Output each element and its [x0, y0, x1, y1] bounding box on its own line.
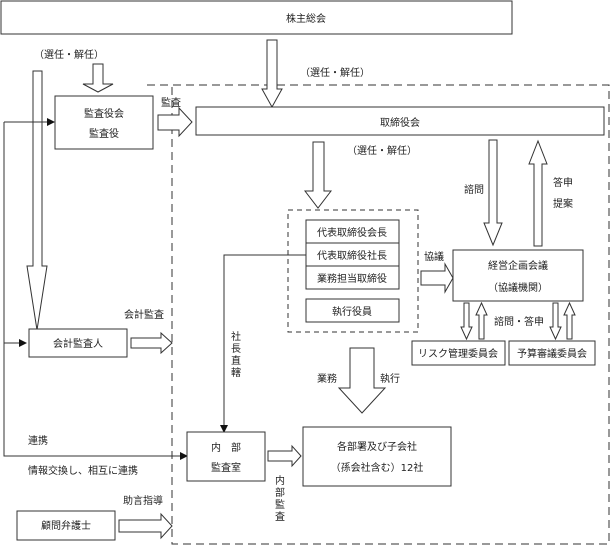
president-direct-line — [223, 254, 306, 425]
legal-advisor-label: 顧問弁護士 — [41, 519, 91, 532]
arrow-business-execution — [337, 347, 387, 414]
arrow-report — [528, 139, 548, 247]
arrow-internal-audit — [267, 444, 302, 468]
node-legal-advisor[interactable]: 顧問弁護士 — [16, 510, 116, 541]
node-shareholders[interactable]: 株主総会 — [0, 0, 513, 35]
label-cooperation: 連携 — [28, 434, 48, 447]
accounting-auditor-label: 会計監査人 — [53, 337, 103, 350]
arrowhead-accounting-auditor — [19, 339, 27, 347]
internal-audit-label: 内 部 — [211, 441, 241, 454]
arrow-advice — [118, 512, 173, 540]
label-elect-dismiss-board: （選任・解任） — [347, 144, 417, 157]
arrowhead-president-direct — [220, 425, 228, 433]
arrow-consult — [483, 139, 503, 247]
label-business: 業務 — [317, 372, 337, 385]
label-consult: 諮問 — [464, 183, 484, 196]
label-advice: 助言指導 — [123, 494, 163, 507]
budget-committee-label: 予算審議委員会 — [517, 347, 587, 360]
executive-group — [287, 209, 419, 333]
label-report: 答申 — [553, 176, 573, 189]
risk-committee-label: リスク管理委員会 — [418, 347, 498, 360]
officers-label: 執行役員 — [332, 305, 372, 318]
vlabel-char: 監 — [275, 498, 285, 511]
vlabel-char: 社 — [231, 330, 241, 343]
arrowhead-internal-audit — [180, 452, 188, 460]
node-officers[interactable]: 執行役員 — [305, 298, 400, 323]
arrow-elect-executives — [303, 141, 333, 209]
label-info-exchange: 情報交換し、相互に連携 — [28, 464, 138, 477]
label-internal-audit-vertical: 内 部 監 査 — [275, 474, 285, 523]
node-president[interactable]: 代表取締役社長 — [305, 242, 400, 267]
shareholders-label: 株主総会 — [286, 12, 326, 25]
departments-label: 各部署及び子会社 — [337, 440, 417, 453]
audit-board-label: 監査役会 — [84, 107, 124, 120]
arrow-risk-up — [475, 301, 488, 340]
arrow-audit — [157, 106, 193, 138]
cooperation-line — [3, 122, 180, 457]
node-board[interactable]: 取締役会 — [195, 106, 605, 136]
chairman-label: 代表取締役会長 — [317, 226, 387, 239]
vlabel-char: 直 — [231, 354, 241, 367]
vlabel-char: 査 — [275, 510, 285, 523]
board-label: 取締役会 — [380, 116, 420, 129]
label-elect-dismiss-top: （選任・解任） — [300, 66, 370, 79]
vlabel-char: 内 — [275, 474, 285, 487]
arrow-risk-down — [460, 302, 473, 341]
node-mgmt-council[interactable]: 経営企画会議 （協議機関） — [452, 249, 584, 302]
node-chairman[interactable]: 代表取締役会長 — [305, 219, 400, 244]
departments-sublabel: （孫会社含む）12社 — [331, 461, 424, 474]
arrow-accounting-audit — [130, 331, 173, 355]
vlabel-char: 長 — [231, 343, 241, 355]
label-consult-report: 諮問・答申 — [494, 315, 544, 328]
node-budget-committee[interactable]: 予算審議委員会 — [508, 340, 596, 366]
node-internal-audit[interactable]: 内 部 監査室 — [186, 431, 266, 482]
label-president-direct: 社 長 直 轄 — [231, 330, 241, 379]
node-accounting-auditor[interactable]: 会計監査人 — [28, 328, 128, 358]
mgmt-council-label: 経営企画会議 — [488, 259, 548, 272]
arrow-budget-down — [549, 302, 562, 341]
label-deliberate: 協議 — [424, 250, 444, 263]
vlabel-char: 轄 — [231, 366, 241, 379]
arrow-deliberate — [420, 262, 454, 294]
label-execution: 執行 — [380, 372, 400, 385]
label-audit: 監査 — [161, 96, 181, 109]
arrow-budget-up — [563, 301, 576, 340]
label-elect-dismiss-left: （選任・解任） — [34, 48, 104, 61]
auditor-label: 監査役 — [89, 127, 119, 140]
label-propose: 提案 — [553, 197, 573, 210]
node-risk-committee[interactable]: リスク管理委員会 — [411, 340, 506, 366]
mgmt-council-sublabel: （協議機関） — [488, 281, 548, 294]
directors-label: 業務担当取締役 — [317, 272, 387, 285]
arrow-elect-board — [261, 39, 283, 109]
vlabel-char: 部 — [275, 486, 285, 499]
arrowhead-audit-board — [47, 118, 55, 126]
label-accounting-audit: 会計監査 — [124, 308, 164, 321]
internal-audit-sublabel: 監査室 — [211, 461, 241, 474]
arrow-elect-audit-board — [82, 63, 114, 93]
node-directors[interactable]: 業務担当取締役 — [305, 265, 400, 290]
president-label: 代表取締役社長 — [317, 249, 387, 262]
node-departments[interactable]: 各部署及び子会社 （孫会社含む）12社 — [302, 426, 452, 487]
node-audit-board[interactable]: 監査役会 監査役 — [54, 95, 154, 150]
company-boundary — [147, 84, 610, 545]
arrow-elect-accounting-auditor — [26, 70, 48, 331]
